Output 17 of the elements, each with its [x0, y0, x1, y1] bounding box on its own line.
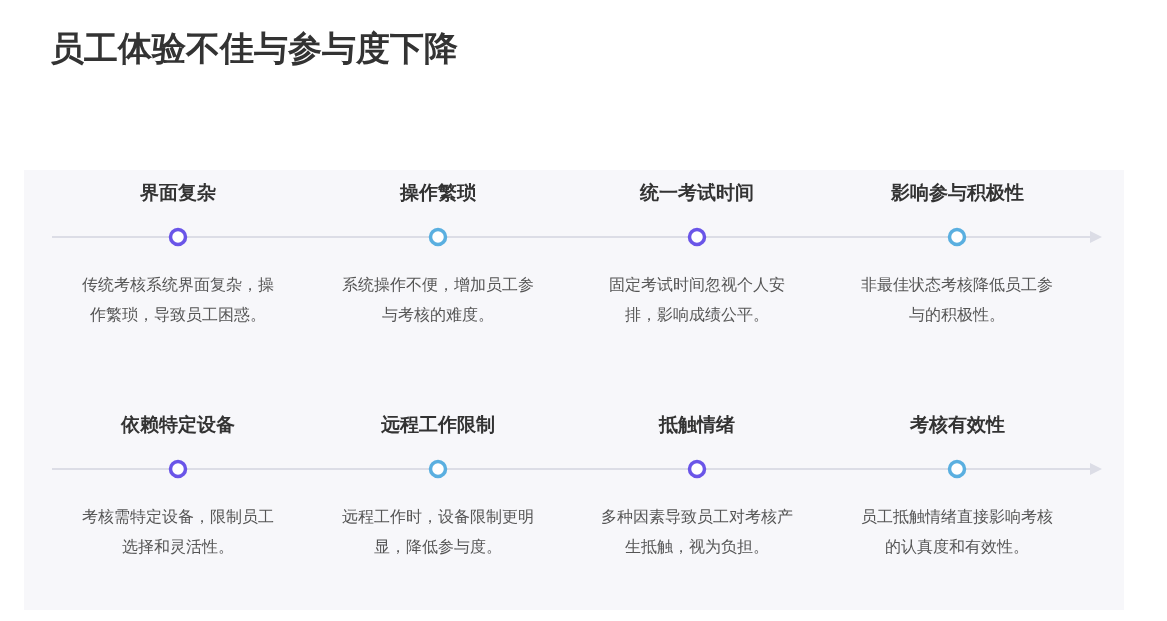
milestone-description: 传统考核系统界面复杂，操作繁琐，导致员工困惑。: [81, 274, 275, 326]
milestone-description: 考核需特定设备，限制员工选择和灵活性。: [81, 506, 275, 558]
milestone-heading: 依赖特定设备: [121, 412, 235, 437]
milestone-heading: 界面复杂: [140, 180, 216, 205]
milestone-description: 多种因素导致员工对考核产生抵触，视为负担。: [600, 506, 794, 558]
milestone-description: 员工抵触情绪直接影响考核的认真度和有效性。: [860, 506, 1054, 558]
milestone-description: 远程工作时，设备限制更明显，降低参与度。: [341, 506, 535, 558]
milestone-heading: 考核有效性: [909, 412, 1005, 437]
milestone-heading: 远程工作限制: [381, 412, 495, 437]
milestone-heading: 统一考试时间: [640, 180, 754, 205]
milestone-description: 系统操作不便，增加员工参与考核的难度。: [341, 274, 535, 326]
milestone-heading: 操作繁琐: [400, 180, 476, 205]
milestone-heading: 影响参与积极性: [890, 180, 1024, 205]
milestone-description: 固定考试时间忽视个人安排，影响成绩公平。: [608, 274, 786, 326]
title: 员工体验不佳与参与度下降: [50, 27, 458, 70]
milestone-heading: 抵触情绪: [659, 412, 735, 437]
milestone-description: 非最佳状态考核降低员工参与的积极性。: [860, 274, 1054, 326]
